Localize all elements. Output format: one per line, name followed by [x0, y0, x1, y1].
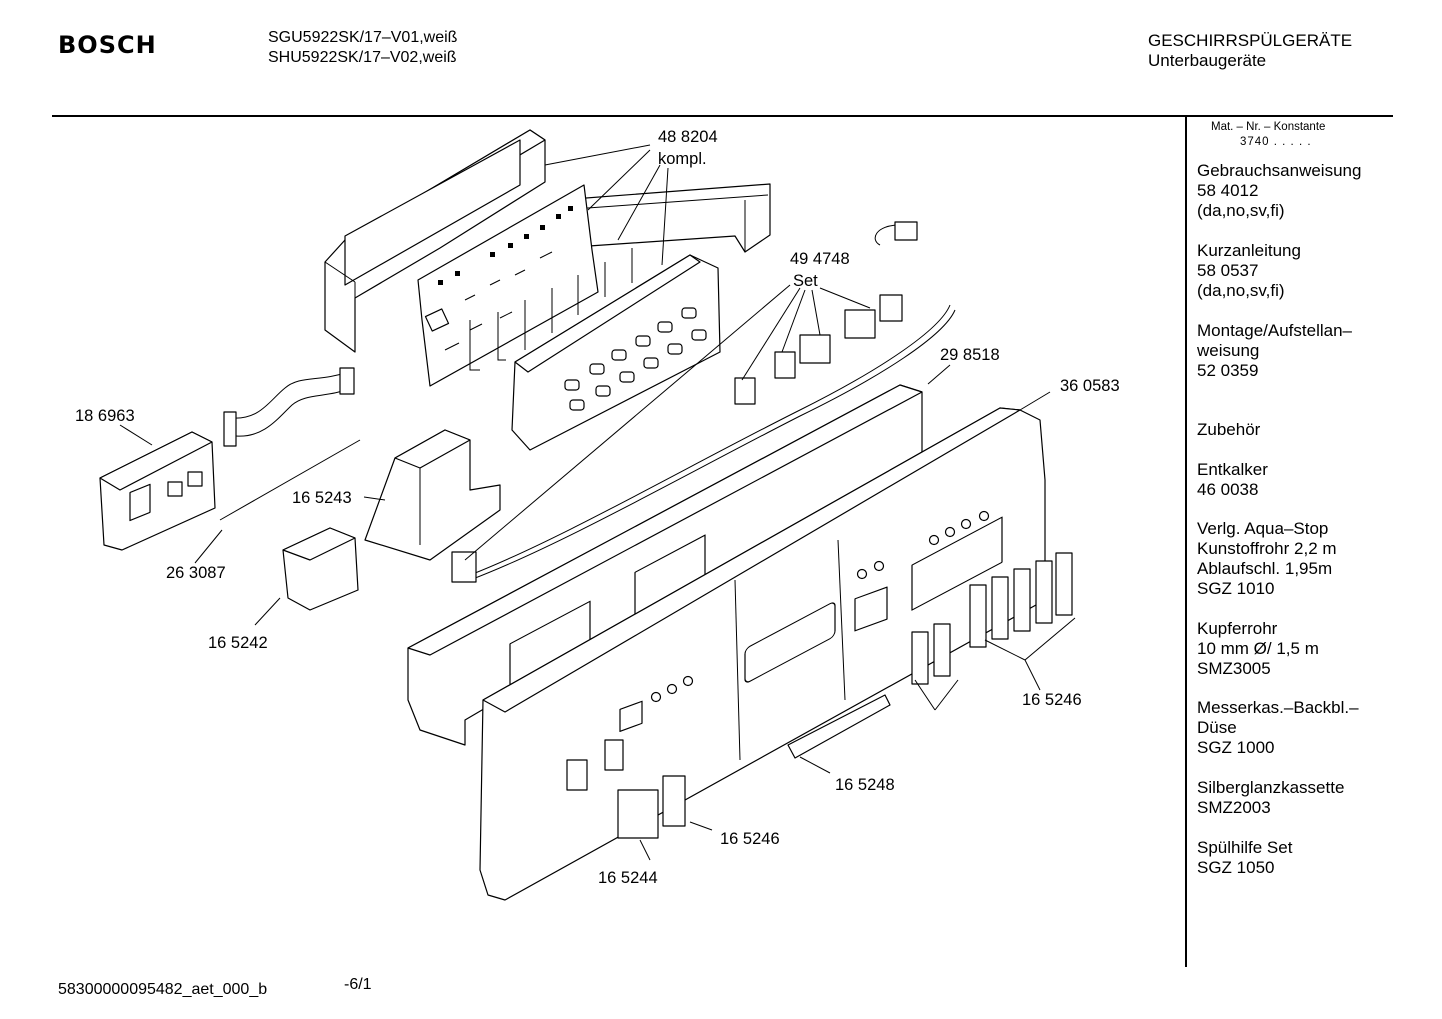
- sidebar-entry-installation: Montage/Aufstellan– weisung 52 0359: [1197, 321, 1352, 380]
- sidebar-entry-manual: Gebrauchsanweisung 58 4012 (da,no,sv,fi): [1197, 161, 1362, 220]
- part-label-165243: 16 5243: [292, 489, 352, 507]
- sidebar-entry-cutlery-nozzle: Messerkas.–Backbl.– Düse SGZ 1000: [1197, 698, 1359, 757]
- part-label-263087: 26 3087: [166, 564, 226, 582]
- leader-lines: [119, 144, 1076, 861]
- sidebar-entry-accessories: Zubehör: [1197, 420, 1261, 439]
- panel-indicator-leds: [650, 510, 990, 703]
- mat-nr-block: Mat. – Nr. – Konstante 3740 . . . . .: [1211, 120, 1325, 150]
- relay-switch: [282, 527, 359, 611]
- electronics-carrier: [469, 248, 721, 451]
- sidebar-entry-quickguide: Kurzanleitung 58 0537 (da,no,sv,fi): [1197, 241, 1301, 300]
- sidebar-entry-copper-pipe: Kupferrohr 10 mm Ø/ 1,5 m SMZ3005: [1197, 619, 1319, 678]
- mat-nr-constant: 3740 . . . . .: [1240, 136, 1312, 148]
- part-label-165246-bottom: 16 5246: [720, 830, 780, 848]
- rear-cover-panel: [324, 129, 546, 353]
- wiring-harness: [451, 221, 956, 583]
- part-label-494748-note: Set: [793, 272, 818, 290]
- page-number: -6/1: [344, 976, 372, 993]
- carrier-windows: [564, 307, 707, 411]
- part-label-298518: 29 8518: [940, 346, 1000, 364]
- display-module: [99, 431, 216, 551]
- model-number-1: SGU5922SK/17–V01,weiß: [268, 29, 458, 46]
- control-circuit-board: [417, 184, 599, 387]
- mat-nr-label: Mat. – Nr. – Konstante: [1211, 121, 1326, 133]
- part-label-165244: 16 5244: [598, 869, 658, 887]
- sidebar-entry-silver-cassette: Silberglanzkassette SMZ2003: [1197, 778, 1345, 817]
- main-switch-housing: [364, 429, 501, 561]
- part-label-165242: 16 5242: [208, 634, 268, 652]
- part-label-186963: 18 6963: [75, 407, 135, 425]
- sidebar-entry-aquastop: Verlg. Aqua–Stop Kunstoffrohr 2,2 m Abla…: [1197, 519, 1337, 598]
- sidebar-entry-descaler: Entkalker 46 0038: [1197, 460, 1268, 499]
- model-number-2: SHU5922SK/17–V02,weiß: [268, 49, 457, 66]
- pcb-components: [424, 206, 573, 351]
- part-label-494748: 49 4748: [790, 250, 850, 268]
- sidebar-divider: [1185, 117, 1187, 967]
- category-subtitle: Unterbaugeräte: [1148, 51, 1267, 70]
- document-id: 58300000095482_aet_000_b: [58, 981, 268, 998]
- header-divider: [52, 115, 1393, 117]
- indicator-light-strip: [787, 694, 891, 759]
- ribbon-cable: [223, 367, 355, 447]
- part-label-488204: 48 8204: [658, 128, 718, 146]
- part-label-488204-note: kompl.: [658, 150, 707, 168]
- front-control-panel: [479, 407, 1046, 901]
- category-title: GESCHIRRSPÜLGERÄTE: [1148, 31, 1353, 50]
- sidebar-entry-rinse-set: Spülhilfe Set SGZ 1050: [1197, 838, 1293, 877]
- part-label-165248: 16 5248: [835, 776, 895, 794]
- part-label-165246-top: 16 5246: [1022, 691, 1082, 709]
- part-label-360583: 36 0583: [1060, 377, 1120, 395]
- brand-logo: BOSCH: [58, 31, 157, 59]
- push-button-group: [617, 552, 1073, 839]
